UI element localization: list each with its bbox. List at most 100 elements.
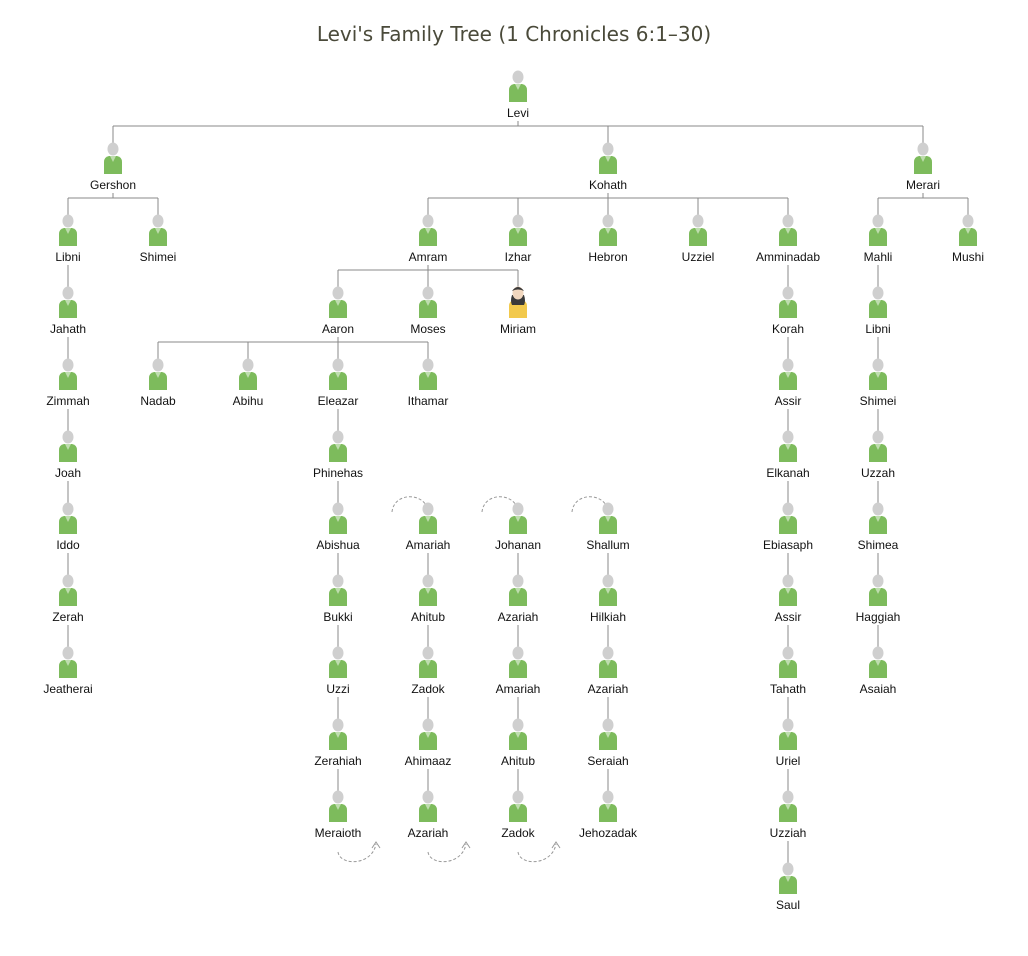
- male-person-icon: [59, 502, 77, 534]
- person-name-label: Uriel: [776, 754, 801, 768]
- continuation-arc-bottom: [517, 843, 557, 863]
- male-person-icon: [599, 142, 617, 174]
- person-node-johanan: Johanan: [495, 502, 541, 552]
- person-name-label: Iddo: [56, 538, 80, 552]
- person-name-label: Assir: [775, 394, 802, 408]
- person-node-libni2: Libni: [865, 286, 891, 336]
- person-name-label: Hilkiah: [590, 610, 626, 624]
- person-node-gershon: Gershon: [90, 142, 136, 192]
- male-person-icon: [599, 790, 617, 822]
- person-name-label: Seraiah: [587, 754, 628, 768]
- person-name-label: Saul: [776, 898, 800, 912]
- arrowhead-icon: [461, 841, 471, 849]
- person-name-label: Amariah: [406, 538, 451, 552]
- male-person-icon: [779, 718, 797, 750]
- person-node-azariah3: Azariah: [588, 646, 628, 696]
- person-name-label: Uzziel: [682, 250, 715, 264]
- male-person-icon: [509, 70, 527, 102]
- male-person-icon: [509, 502, 527, 534]
- person-name-label: Kohath: [589, 178, 627, 192]
- person-node-jahath1: Jahath: [50, 286, 86, 336]
- person-node-azariah1: Azariah: [408, 790, 449, 840]
- person-name-label: Korah: [772, 322, 804, 336]
- male-person-icon: [779, 574, 797, 606]
- person-node-phinehas: Phinehas: [313, 430, 363, 480]
- arrowhead-icon: [371, 841, 381, 849]
- person-name-label: Merari: [906, 178, 940, 192]
- person-node-seraiah: Seraiah: [587, 718, 629, 768]
- person-name-label: Meraioth: [315, 826, 362, 840]
- male-person-icon: [779, 502, 797, 534]
- male-person-icon: [779, 430, 797, 462]
- person-node-joah: Joah: [55, 430, 81, 480]
- male-person-icon: [419, 358, 437, 390]
- person-node-asaiah: Asaiah: [860, 646, 897, 696]
- male-person-icon: [149, 358, 167, 390]
- person-node-jehozadak: Jehozadak: [579, 790, 638, 840]
- person-name-label: Bukki: [323, 610, 352, 624]
- female-person-icon: [509, 286, 527, 318]
- person-name-label: Ebiasaph: [763, 538, 813, 552]
- male-person-icon: [419, 646, 437, 678]
- person-node-shimea: Shimea: [858, 502, 899, 552]
- person-node-zerahiah: Zerahiah: [314, 718, 362, 768]
- person-name-label: Phinehas: [313, 466, 363, 480]
- male-person-icon: [599, 646, 617, 678]
- person-name-label: Asaiah: [860, 682, 897, 696]
- male-person-icon: [59, 358, 77, 390]
- person-name-label: Elkanah: [766, 466, 809, 480]
- person-node-amariah2: Amariah: [496, 646, 540, 696]
- person-node-uzzi: Uzzi: [326, 646, 350, 696]
- person-name-label: Haggiah: [856, 610, 901, 624]
- person-node-uzziah: Uzziah: [770, 790, 807, 840]
- person-node-haggiah: Haggiah: [856, 574, 901, 624]
- person-name-label: Ithamar: [408, 394, 449, 408]
- male-person-icon: [959, 214, 977, 246]
- person-node-shimei2: Shimei: [860, 358, 897, 408]
- male-person-icon: [419, 502, 437, 534]
- person-name-label: Shimei: [860, 394, 897, 408]
- person-name-label: Amminadab: [756, 250, 820, 264]
- person-name-label: Jehozadak: [579, 826, 638, 840]
- person-name-label: Joah: [55, 466, 81, 480]
- person-name-label: Levi: [507, 106, 529, 120]
- person-node-elkanah: Elkanah: [766, 430, 810, 480]
- male-person-icon: [509, 790, 527, 822]
- continuation-arc-bottom: [427, 843, 467, 863]
- person-node-miriam: Miriam: [500, 286, 536, 336]
- male-person-icon: [779, 646, 797, 678]
- person-node-uzziel: Uzziel: [682, 214, 715, 264]
- person-name-label: Shallum: [586, 538, 629, 552]
- person-name-label: Zimmah: [46, 394, 89, 408]
- person-name-label: Assir: [775, 610, 802, 624]
- person-node-iddo: Iddo: [56, 502, 80, 552]
- male-person-icon: [59, 646, 77, 678]
- person-name-label: Uzziah: [770, 826, 807, 840]
- person-name-label: Zerah: [52, 610, 83, 624]
- person-name-label: Mahli: [864, 250, 893, 264]
- male-person-icon: [914, 142, 932, 174]
- person-name-label: Miriam: [500, 322, 536, 336]
- person-node-tahath: Tahath: [770, 646, 806, 696]
- male-person-icon: [509, 574, 527, 606]
- person-name-label: Azariah: [408, 826, 449, 840]
- male-person-icon: [329, 358, 347, 390]
- person-node-amariah1: Amariah: [406, 502, 451, 552]
- person-name-label: Abihu: [233, 394, 264, 408]
- continuation-arrows: [337, 496, 612, 863]
- male-person-icon: [419, 574, 437, 606]
- male-person-icon: [419, 286, 437, 318]
- person-node-mahli: Mahli: [864, 214, 893, 264]
- male-person-icon: [59, 574, 77, 606]
- arrowhead-icon: [551, 841, 561, 849]
- person-node-bukki: Bukki: [323, 574, 353, 624]
- male-person-icon: [149, 214, 167, 246]
- person-node-zadok1: Zadok: [411, 646, 446, 696]
- person-node-zerah: Zerah: [52, 574, 84, 624]
- person-name-label: Hebron: [588, 250, 627, 264]
- person-node-ebiasaph: Ebiasaph: [763, 502, 813, 552]
- person-node-merari: Merari: [906, 142, 940, 192]
- person-node-amminadab: Amminadab: [756, 214, 820, 264]
